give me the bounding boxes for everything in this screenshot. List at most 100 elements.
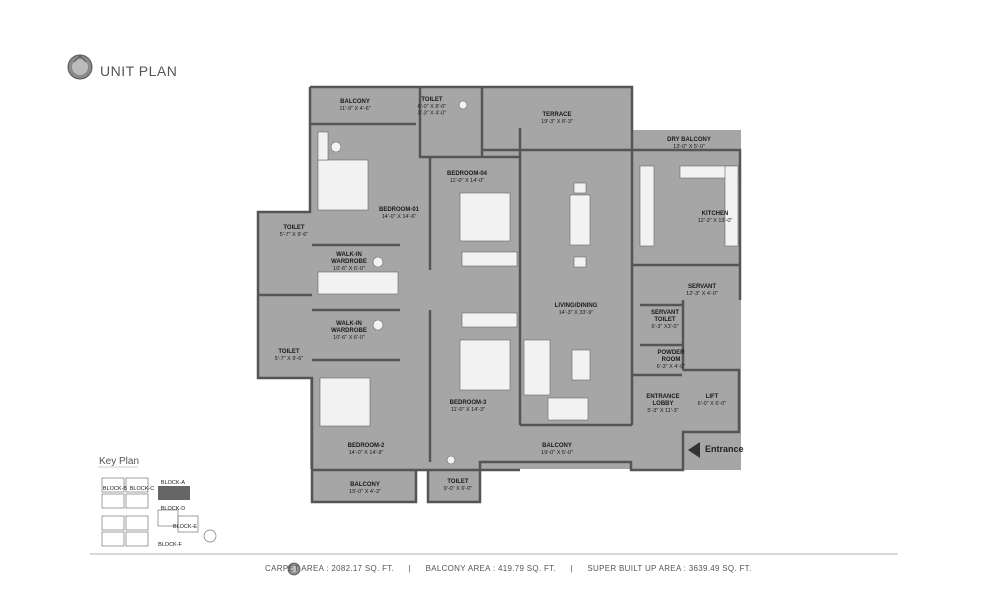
room-name: BEDROOM-2 — [348, 443, 385, 449]
room-dimensions: 14'-0" X 14'-9" — [349, 450, 384, 456]
super-built-up-area: SUPER BUILT UP AREA : 3639.49 SQ. FT. — [587, 564, 752, 573]
room-name: TOILET — [283, 225, 305, 231]
room-dimensions: 12'-3" X 4'-0" — [686, 291, 718, 297]
room-dimensions: 10'-6" X 6'-0" — [333, 335, 365, 341]
room-name: SERVANT — [688, 284, 716, 290]
room-name: WARDROBE — [331, 259, 367, 265]
room-name: POWDER — [658, 350, 686, 356]
page-title: UNIT PLAN — [100, 63, 178, 79]
room-name: ENTRANCE — [646, 394, 679, 400]
room-name: SERVANT — [651, 310, 679, 316]
toilet-fixture — [372, 319, 384, 331]
toilet-fixture — [458, 100, 468, 110]
room-name: TERRACE — [542, 112, 571, 118]
toilet-fixture — [372, 256, 384, 268]
area-summary: CARPET AREA : 2082.17 SQ. FT. | BALCONY … — [0, 564, 1000, 573]
dining-table — [569, 194, 591, 246]
room-label-bedroom-3: BEDROOM-311'-0" X 14'-3" — [450, 400, 487, 413]
separator: | — [570, 564, 573, 573]
room-name: LIVING/DINING — [555, 303, 598, 309]
triangle-arrow-icon — [688, 442, 700, 458]
carpet-area: CARPET AREA : 2082.17 SQ. FT. — [265, 564, 395, 573]
sofa — [547, 397, 589, 421]
room-dimensions: 5'-3" X 11'-3" — [647, 408, 678, 414]
bed-bedroom-04 — [459, 192, 511, 242]
separator: | — [408, 564, 412, 573]
key-plan-title: Key Plan — [99, 456, 140, 467]
room-dimensions: 6'-0" X 6'-0" — [698, 401, 727, 407]
room-name: WALK-IN — [336, 252, 362, 258]
room-name: LIFT — [706, 394, 719, 400]
room-name: TOILET — [447, 479, 469, 485]
room-dimensions: 6'-0" X 8'-0" — [418, 104, 447, 110]
room-dimensions: 6'-3" X 4'-0" — [657, 364, 686, 370]
key-plan-block-label: BLOCK-D — [161, 506, 185, 512]
room-dimensions: 5'-7" X 9'-6" — [280, 232, 309, 238]
room-name: BEDROOM-04 — [447, 171, 488, 177]
room-label-bedroom-2: BEDROOM-214'-0" X 14'-9" — [348, 443, 385, 456]
room-dimensions: 19'-0" X 5'-0" — [541, 450, 573, 456]
key-plan-block-label: BLOCK-E — [173, 524, 197, 530]
coffee-table — [571, 349, 591, 381]
room-dimensions: 14'-0" X 14'-6" — [382, 214, 417, 220]
toilet-fixture — [330, 141, 342, 153]
bed-bedroom-01 — [317, 159, 369, 211]
room-dimensions: 3'-3" X 4'-0" — [418, 111, 447, 117]
room-name: BALCONY — [542, 443, 572, 449]
room-dimensions: 11'-9" X 4'-6" — [339, 106, 370, 112]
kitchen-counter — [639, 165, 655, 247]
entrance-label: Entrance — [705, 444, 744, 454]
room-name: DRY BALCONY — [667, 137, 711, 143]
walls — [256, 85, 742, 504]
wardrobe-bedroom-01 — [317, 131, 329, 161]
room-name: ROOM — [662, 357, 681, 363]
room-dimensions: 11'-0" X 14'-3" — [451, 407, 485, 413]
key-plan-block-label: BLOCK-C — [130, 486, 154, 492]
room-dimensions: 13'-0" X 5'-0" — [673, 144, 705, 150]
room-dimensions: 5'-7" X 9'-6" — [275, 356, 304, 362]
dining-chair — [573, 182, 587, 194]
bed-bedroom-3 — [459, 339, 511, 391]
sofa — [523, 339, 551, 396]
globe-seal-icon — [287, 562, 301, 576]
shelf-bedroom-3 — [461, 312, 518, 328]
room-name: BALCONY — [350, 482, 380, 488]
room-dimensions: 12'-3" X 13'-0" — [698, 218, 733, 224]
room-name: TOILET — [654, 317, 676, 323]
room-name: WALK-IN — [336, 321, 362, 327]
room-name: KITCHEN — [702, 211, 729, 217]
key-plan-block-label: BLOCK-A — [161, 480, 185, 486]
kitchen-counter — [724, 165, 739, 247]
key-plan-block-label: BLOCK-B — [103, 486, 127, 492]
wardrobe-rack — [317, 271, 399, 295]
key-plan-block-label: BLOCK-F — [158, 542, 182, 548]
balcony-area: BALCONY AREA : 419.79 SQ. FT. — [425, 564, 556, 573]
room-dimensions: 14'-3" X 33'-9" — [559, 310, 594, 316]
dining-chair — [573, 256, 587, 268]
room-dimensions: 11'-0" X 14'-0" — [450, 178, 484, 184]
room-dimensions: 19'-3" X 8'-3" — [541, 119, 573, 125]
room-name: TOILET — [421, 97, 443, 103]
room-name: LOBBY — [653, 401, 674, 407]
key-plan: BLOCK-A BLOCK-B BLOCK-C BLOCK-D BLOCK-E … — [98, 466, 217, 548]
room-name: WARDROBE — [331, 328, 367, 334]
